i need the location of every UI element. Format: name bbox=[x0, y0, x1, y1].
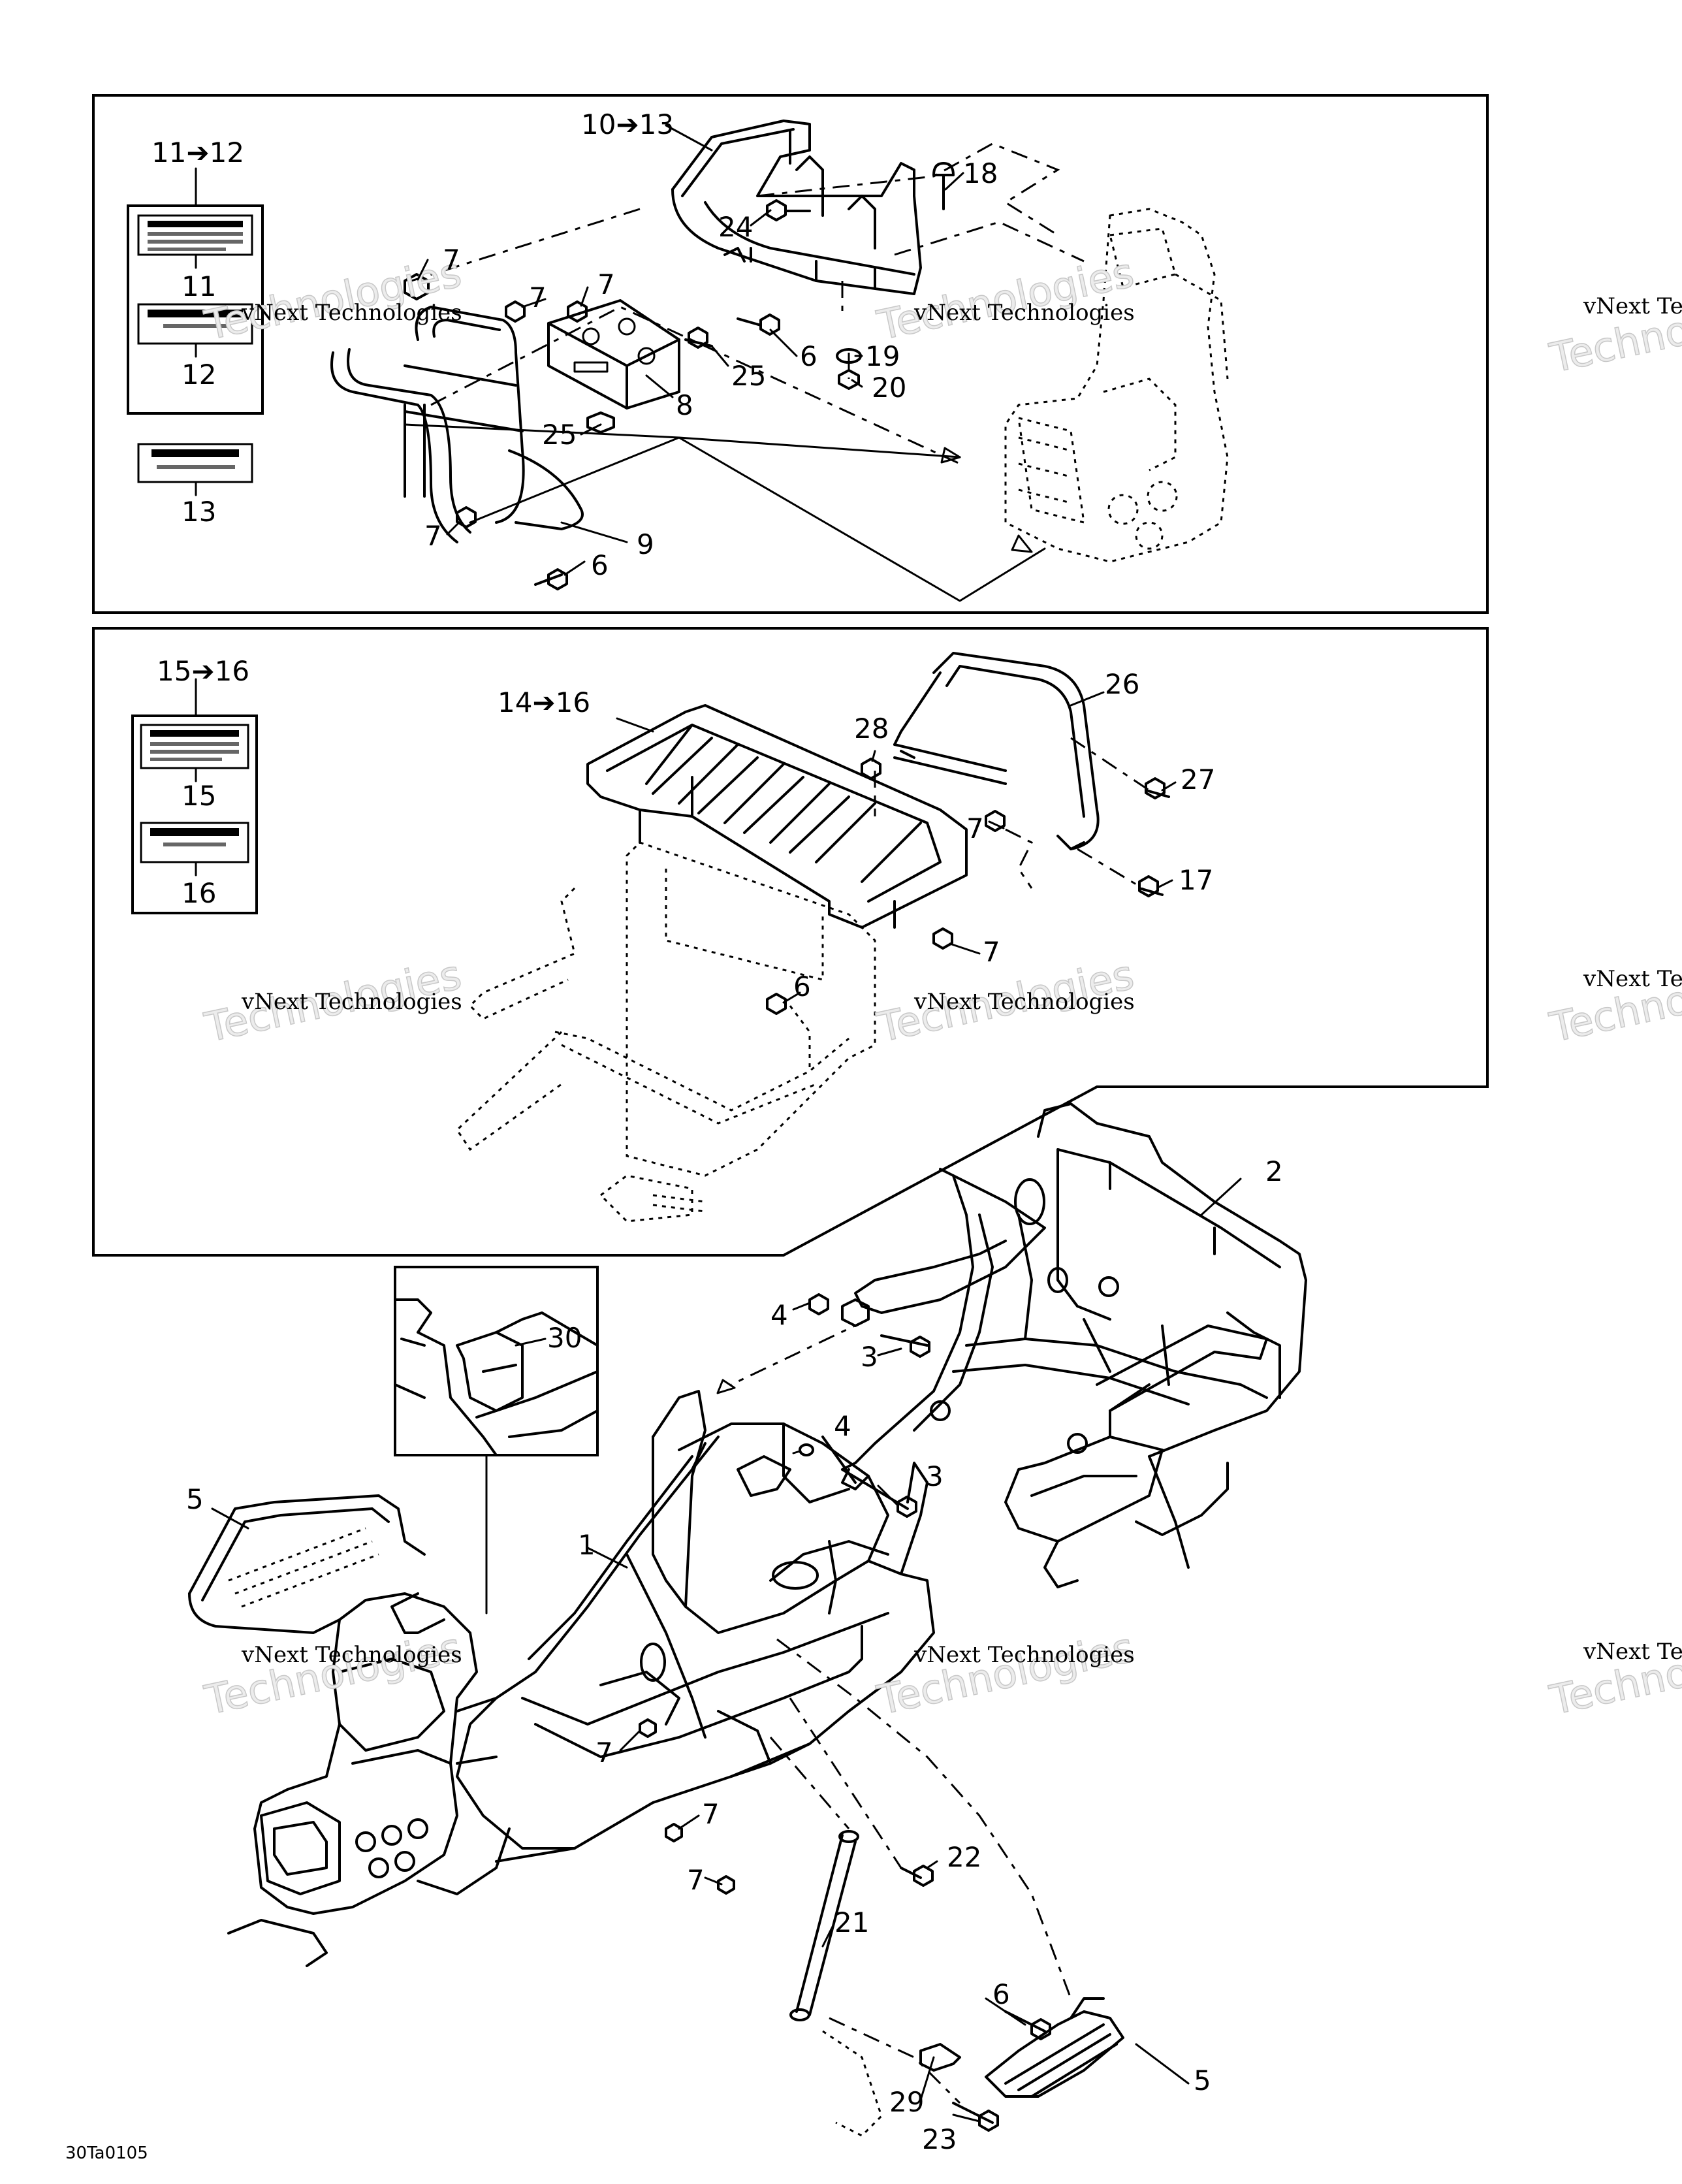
watermark-text: vNext Technologies bbox=[1583, 1639, 1682, 1665]
callout-24: 24 bbox=[718, 211, 753, 243]
callout-17: 17 bbox=[1179, 864, 1213, 896]
callout-28: 28 bbox=[854, 713, 889, 745]
decal-group-box-15-16 bbox=[131, 715, 258, 914]
footrest-5-left bbox=[188, 1494, 426, 1634]
watermark-text: Technologies bbox=[200, 1623, 466, 1724]
callout-29: 29 bbox=[889, 2086, 924, 2118]
callout-15: 15 bbox=[182, 780, 216, 812]
callout-7b: 7 bbox=[529, 281, 547, 313]
callout-14-16: 14➔16 bbox=[498, 686, 590, 718]
callout-10-13: 10➔13 bbox=[581, 108, 674, 140]
main-frame-hardware bbox=[639, 1293, 1051, 2132]
rear-subframe-2 bbox=[841, 1102, 1307, 1588]
callout-12: 12 bbox=[182, 359, 216, 391]
callout-7i: 7 bbox=[687, 1864, 705, 1896]
callouts: 10➔13 11➔12 11 12 13 18 24 7 7 7 25 6 19… bbox=[65, 108, 1283, 2163]
watermark-text: Technologies bbox=[873, 248, 1138, 349]
decal-11 bbox=[137, 214, 253, 256]
rear-rack-panel bbox=[92, 627, 1489, 1257]
detail-30-graphic bbox=[394, 1298, 599, 1456]
callout-5b: 5 bbox=[1194, 2064, 1211, 2096]
callout-2: 2 bbox=[1265, 1155, 1283, 1187]
callout-7f: 7 bbox=[983, 936, 1000, 968]
decal-16 bbox=[140, 822, 249, 863]
callout-16: 16 bbox=[182, 877, 216, 909]
rear-frame-reference bbox=[456, 841, 876, 1223]
main-frame-1 bbox=[456, 1390, 935, 1863]
callout-25a: 25 bbox=[731, 360, 766, 392]
main-frame-front-end bbox=[227, 1592, 511, 1967]
rear-bumper-26 bbox=[893, 652, 1100, 850]
decal-15 bbox=[140, 724, 249, 769]
callout-18: 18 bbox=[963, 157, 998, 189]
panel1-leader-lines bbox=[404, 142, 1085, 602]
callout-6b: 6 bbox=[591, 549, 609, 581]
callout-20: 20 bbox=[872, 372, 906, 404]
rear-rack-14-16 bbox=[586, 704, 968, 929]
callout-7c: 7 bbox=[597, 268, 615, 300]
callout-15-16: 15➔16 bbox=[157, 655, 249, 687]
frame-front-reference bbox=[1004, 208, 1229, 563]
callout-19: 19 bbox=[865, 340, 900, 372]
front-bumper-9 bbox=[330, 306, 584, 543]
front-carrier-10-13 bbox=[671, 120, 922, 295]
callout-11-12: 11➔12 bbox=[151, 136, 244, 169]
watermark-text: vNext Technologies bbox=[913, 1642, 1135, 1668]
callout-13: 13 bbox=[182, 496, 216, 528]
callout-7a: 7 bbox=[443, 244, 460, 276]
main-leader-lines bbox=[716, 1318, 1072, 2104]
callout-5a: 5 bbox=[186, 1483, 204, 1515]
callout-leaders bbox=[211, 124, 1242, 2123]
callout-6a: 6 bbox=[800, 340, 817, 372]
callout-11: 11 bbox=[182, 270, 216, 302]
callout-23: 23 bbox=[922, 2123, 957, 2155]
callout-25b: 25 bbox=[542, 419, 577, 451]
callout-7g: 7 bbox=[595, 1737, 613, 1769]
callout-6c: 6 bbox=[793, 971, 811, 1003]
figure-code: 30Ta0105 bbox=[65, 2144, 148, 2163]
callout-30: 30 bbox=[547, 1322, 582, 1354]
watermark-text: vNext Technologies bbox=[241, 989, 462, 1015]
callout-26: 26 bbox=[1105, 668, 1139, 700]
callout-8: 8 bbox=[676, 389, 693, 421]
callout-3b: 3 bbox=[926, 1460, 944, 1492]
callout-4a: 4 bbox=[770, 1299, 788, 1331]
watermark-group: Technologies vNext Technologies Technolo… bbox=[200, 248, 1682, 1725]
watermark-text: vNext Technologies bbox=[241, 1642, 462, 1668]
callout-3a: 3 bbox=[861, 1341, 878, 1373]
bracket-8 bbox=[547, 299, 680, 410]
callout-7e: 7 bbox=[966, 812, 984, 844]
callout-7d: 7 bbox=[424, 520, 442, 552]
panel2-leader-lines bbox=[874, 737, 1150, 890]
watermark-text: vNext Technologies bbox=[241, 300, 462, 326]
callout-1: 1 bbox=[578, 1529, 595, 1561]
callout-6d: 6 bbox=[992, 1978, 1010, 2010]
decal-12 bbox=[137, 303, 253, 345]
callout-7h: 7 bbox=[702, 1798, 720, 1830]
watermark-text: vNext Technologies bbox=[1583, 293, 1682, 319]
rear-hardware bbox=[766, 758, 1170, 1015]
watermark-text: vNext Technologies bbox=[913, 989, 1135, 1015]
watermark-text: vNext Technologies bbox=[1583, 966, 1682, 992]
callout-22: 22 bbox=[947, 1841, 981, 1873]
callout-27: 27 bbox=[1181, 763, 1215, 795]
callout-4b: 4 bbox=[834, 1410, 851, 1442]
watermark-text: Technologies bbox=[873, 1623, 1138, 1724]
decal-13 bbox=[137, 443, 253, 483]
front-rack-panel bbox=[92, 94, 1489, 614]
callout-9: 9 bbox=[637, 528, 654, 560]
callout-21: 21 bbox=[834, 1906, 869, 1938]
watermark-text: vNext Technologies bbox=[913, 300, 1135, 326]
front-hardware bbox=[404, 273, 713, 590]
